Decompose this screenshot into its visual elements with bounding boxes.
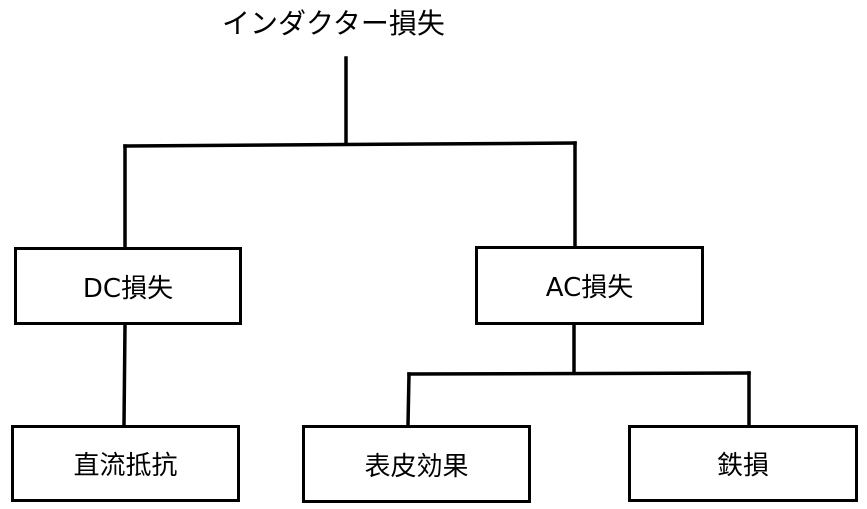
node-dc-resistance: 直流抵抗	[11, 425, 240, 502]
diagram-title: インダクター損失	[222, 7, 445, 40]
node-iron-loss-label: 鉄損	[716, 451, 769, 481]
node-ac-loss-label: AC損失	[545, 273, 634, 303]
node-dc-loss-label: DC損失	[82, 273, 174, 304]
node-iron-loss: 鉄損	[628, 425, 858, 502]
node-skin-effect-label: 表皮効果	[364, 451, 469, 482]
node-skin-effect: 表皮効果	[302, 425, 531, 503]
connector-dc-to-resistance	[122, 323, 127, 427]
connector-ac-branch	[407, 371, 751, 376]
connector-top-branch	[123, 141, 577, 148]
node-dc-loss: DC損失	[14, 247, 242, 325]
connector-to-skin	[406, 372, 411, 427]
node-dc-resistance-label: 直流抵抗	[73, 451, 178, 481]
node-ac-loss: AC損失	[475, 246, 704, 325]
